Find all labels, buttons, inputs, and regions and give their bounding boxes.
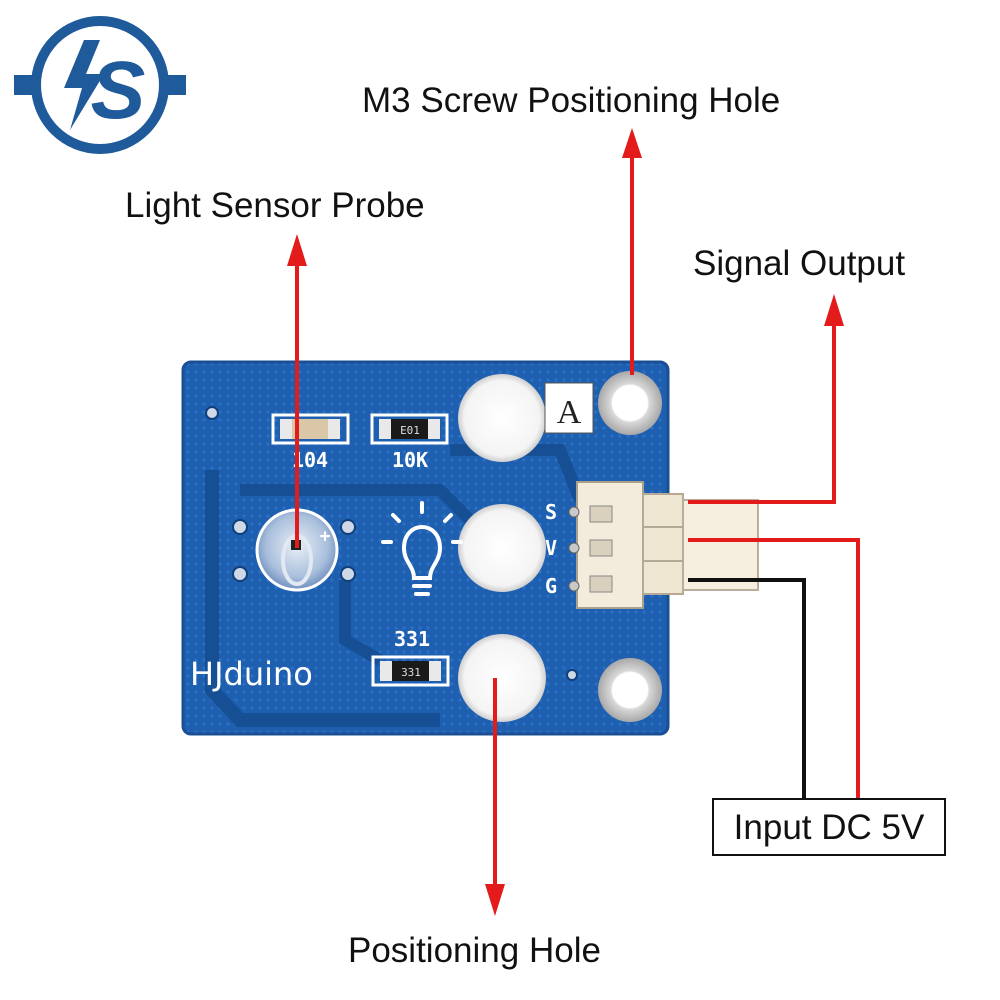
arrow-positioning-hole (485, 678, 505, 916)
pin-s-label: S (545, 500, 557, 524)
label-input-dc: Input DC 5V (712, 798, 946, 856)
corner-mark: A (557, 394, 582, 431)
res2-chip-code: 331 (401, 666, 421, 679)
res1-chip-code: E01 (400, 424, 420, 437)
plus-mark: + (320, 526, 331, 547)
brand-silkscreen: HJduino (190, 655, 313, 693)
label-m3-screw-hole: M3 Screw Positioning Hole (362, 81, 781, 120)
pin-connector (568, 481, 759, 609)
arrow-light-probe (287, 234, 307, 548)
arrow-screw-hole (622, 128, 642, 375)
arrow-vcc-wire (688, 538, 860, 798)
res2-label: 331 (394, 627, 430, 651)
res1-label: 10K (392, 448, 428, 472)
label-signal-output: Signal Output (693, 244, 906, 283)
label-light-sensor-probe: Light Sensor Probe (125, 186, 425, 225)
logo-letter: S (91, 45, 146, 136)
pin-v-label: V (545, 536, 557, 560)
top-hole (458, 374, 546, 462)
ground-wire (688, 578, 806, 798)
bulb-icon (381, 501, 463, 596)
pin-g-label: G (545, 574, 557, 598)
sensor-board: A 104 E01 10K + (181, 360, 670, 736)
label-positioning-hole: Positioning Hole (348, 931, 601, 970)
small-via (205, 406, 219, 420)
arrow-signal-output (688, 294, 844, 504)
middle-hole (458, 504, 546, 592)
positioning-hole (458, 634, 546, 722)
brand-logo: S (14, 16, 186, 154)
